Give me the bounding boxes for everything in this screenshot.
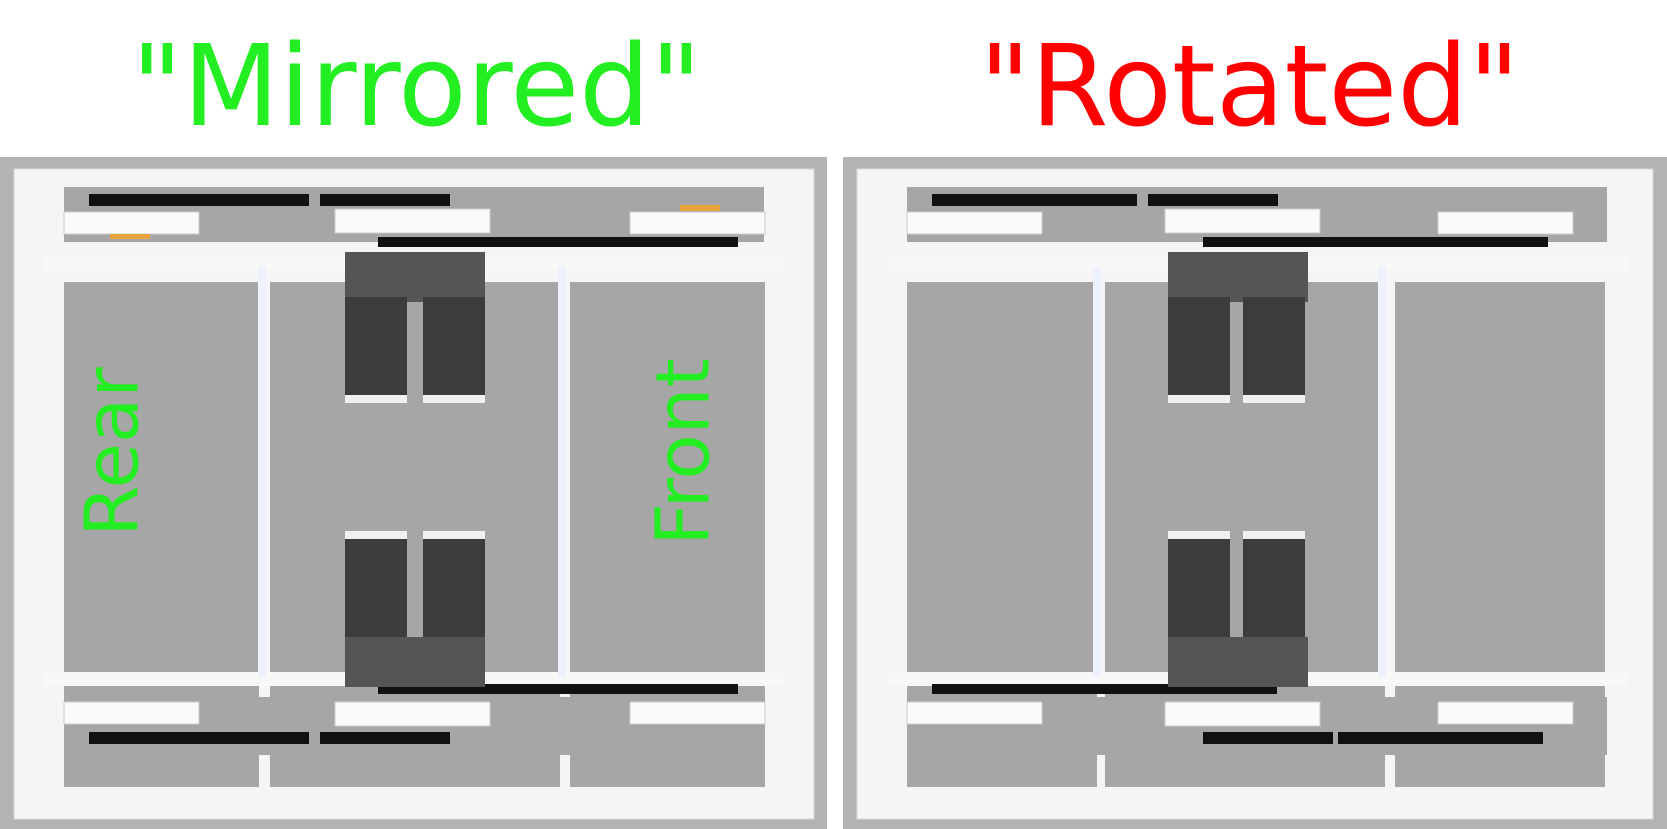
motor-cap [345,395,407,403]
pulley-hub-top-right [680,205,720,211]
pulley-top-mid [1164,208,1321,234]
motor-bottom-left [345,537,407,637]
motor-top-right [423,297,485,397]
motor-bottom-right [1243,537,1305,637]
vertical-rail-right [1378,267,1386,677]
motor-bottom-right [423,537,485,637]
mirrored-chassis-panel: Rear Front [0,157,827,829]
pulley-top-left [906,211,1043,235]
mirrored-title: "Mirrored" [131,22,702,152]
rear-label: Rear [69,367,156,537]
pulley-top-mid [334,208,491,234]
motor-cap [423,395,485,403]
motor-bottom-left [1168,537,1230,637]
motor-cap [1168,531,1230,539]
pulley-bottom-left [906,701,1043,725]
rotated-chassis-diagram [856,168,1654,820]
pulley-hub-top-left [110,234,150,239]
motor-top-left [345,297,407,397]
belt-bottom-left [932,684,1277,694]
belt-bottom-mid [320,732,450,744]
motor-cap [423,531,485,539]
mirrored-chassis-diagram [13,168,815,820]
pulley-top-left [63,211,200,235]
belt-top-right [378,237,738,247]
motor-cap [1243,531,1305,539]
gearbox-bottom [345,637,485,687]
rotated-chassis-panel [843,157,1667,829]
belt-bottom-left [89,732,309,744]
vertical-rail-left [1093,267,1101,677]
gearbox-top [1168,252,1308,302]
pulley-top-right [1437,211,1574,235]
motor-cap [1243,395,1305,403]
belt-bottom-mid [1203,732,1333,744]
belt-top-right [1203,237,1548,247]
pulley-bottom-right [629,701,766,725]
motor-top-left [1168,297,1230,397]
front-label: Front [640,358,727,546]
belt-top-mid [320,194,450,206]
belt-bottom-right [378,684,738,694]
gearbox-bottom [1168,637,1308,687]
belt-top-left [89,194,309,206]
pulley-bottom-mid [1164,701,1321,727]
motor-top-right [1243,297,1305,397]
pulley-bottom-right [1437,701,1574,725]
belt-top-mid [1148,194,1278,206]
rotated-title: "Rotated" [979,22,1520,152]
pulley-bottom-left [63,701,200,725]
gearbox-top [345,252,485,302]
belt-top-left [932,194,1137,206]
vertical-rail-right [558,267,566,677]
belt-bottom-right [1338,732,1543,744]
motor-cap [345,531,407,539]
motor-cap [1168,395,1230,403]
pulley-top-right [629,211,766,235]
vertical-rail-left [258,267,266,677]
pulley-bottom-mid [334,701,491,727]
